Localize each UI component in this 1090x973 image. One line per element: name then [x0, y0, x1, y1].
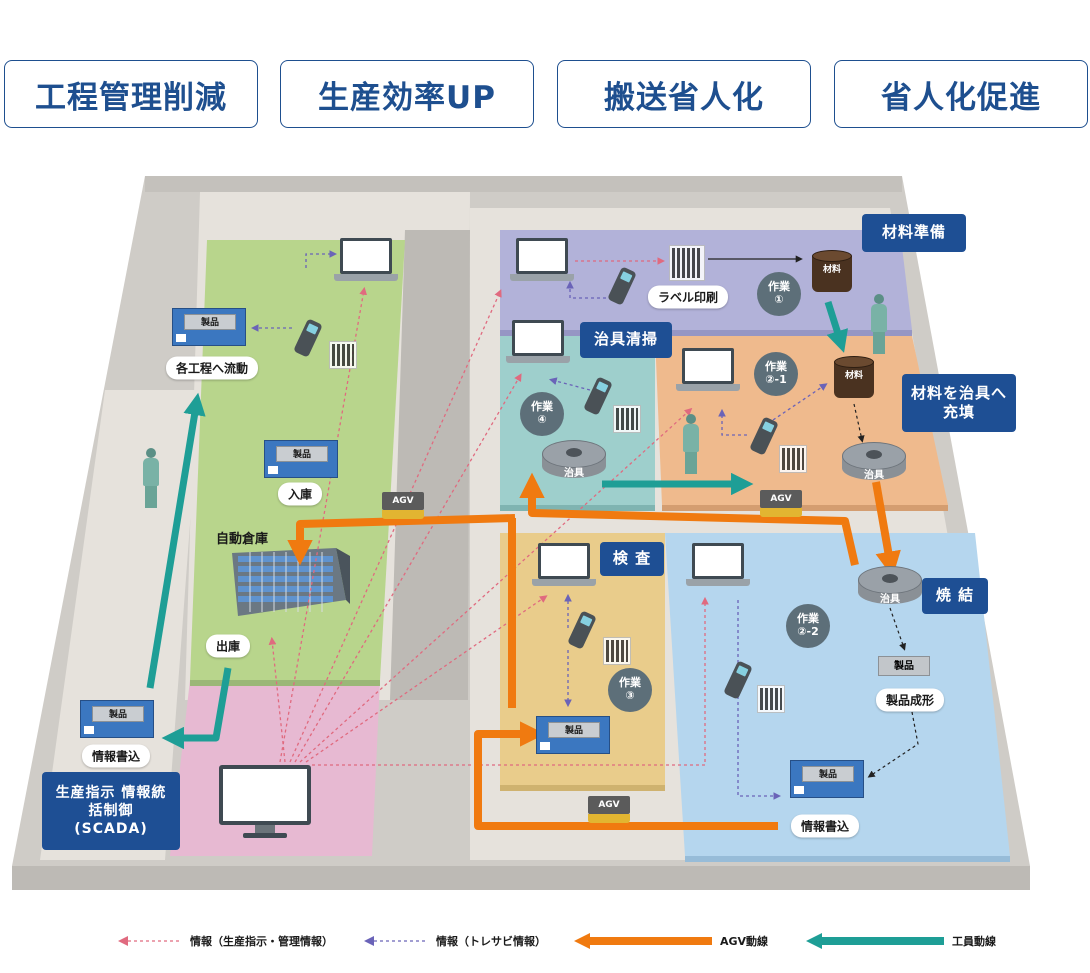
product-tray-flow: 製品 [172, 300, 246, 346]
worker-figure [680, 414, 702, 474]
badge-process-management: 工程管理削減 [4, 60, 258, 128]
label-info-write-left: 情報書込 [81, 744, 151, 768]
product-tray-write-right: 製品 [790, 752, 864, 798]
jig-work-2-1: 治具 [842, 442, 906, 486]
label-automated-warehouse: 自動倉庫 [216, 532, 269, 547]
barcode-icon [780, 446, 806, 472]
callout-material-fill: 材料を治具へ充填 [902, 374, 1016, 432]
callout-material-prep: 材料準備 [862, 214, 966, 252]
material-bucket: 材料 [812, 246, 852, 292]
worker-figure [868, 294, 890, 354]
laptop-inspection [532, 543, 596, 595]
worker-figure [140, 448, 162, 508]
callout-sintering: 焼 結 [922, 578, 988, 614]
laptop-work-2-1 [676, 348, 740, 400]
barcode-icon [758, 686, 784, 712]
label-product-forming: 製品成形 [875, 688, 945, 712]
legend-agv-route: AGV動線 [574, 933, 768, 949]
qr-code-icon [670, 246, 704, 280]
barcode-icon [330, 342, 356, 368]
product-tray-inspection: 製品 [536, 708, 610, 754]
laptop-work-1 [510, 238, 574, 290]
legend-pink-dotted-arrow-icon [118, 936, 182, 946]
laptop-warehouse [334, 238, 398, 290]
badge-transport-labor-saving: 搬送省人化 [557, 60, 811, 128]
legend-orange-arrow-icon [574, 933, 712, 949]
callout-jig-cleaning: 治具清掃 [580, 322, 672, 358]
label-label-print: ラベル印刷 [647, 285, 729, 309]
laptop-jig-cleaning [506, 320, 570, 372]
material-bucket: 材料 [834, 352, 874, 398]
legend-violet-dotted-arrow-icon [364, 936, 428, 946]
laptop-work-2-2 [686, 543, 750, 595]
label-storage-out: 出庫 [205, 634, 251, 658]
label-info-write-right: 情報書込 [790, 814, 860, 838]
zone-work-4 [500, 336, 655, 505]
agv-vehicle: AGV [382, 492, 424, 520]
zone-work-1 [500, 230, 912, 330]
label-flow-to-processes: 各工程へ流動 [165, 356, 259, 380]
legend-info-management: 情報（生産指示・管理情報） [118, 933, 333, 949]
jig-sintering: 治具 [858, 566, 922, 610]
legend-worker-route: 工員動線 [806, 933, 996, 949]
agv-vehicle: AGV [760, 490, 802, 518]
automated-warehouse-rack [232, 548, 350, 616]
scada-monitor [219, 765, 311, 839]
product-tray-storage-in: 製品 [264, 432, 338, 478]
product-tray-write-left: 製品 [80, 692, 154, 738]
jig-work-4: 治具 [542, 440, 606, 484]
product-stack: 製品 [878, 656, 930, 676]
callout-inspection: 検 査 [600, 542, 664, 576]
agv-vehicle: AGV [588, 796, 630, 824]
badge-labor-saving-promotion: 省人化促進 [834, 60, 1088, 128]
callout-scada: 生産指示 情報統括制御 (SCADA) [42, 772, 180, 850]
label-storage-in: 入庫 [277, 482, 323, 506]
barcode-icon [614, 406, 640, 432]
badge-production-efficiency: 生産効率UP [280, 60, 534, 128]
barcode-icon [604, 638, 630, 664]
legend-teal-arrow-icon [806, 933, 944, 949]
legend-info-trace: 情報（トレサビ情報） [364, 933, 546, 949]
